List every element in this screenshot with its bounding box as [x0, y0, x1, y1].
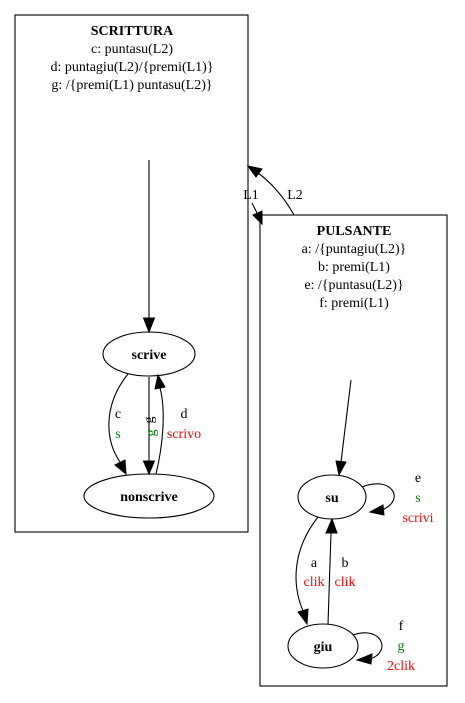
link-l1-edge — [251, 202, 258, 214]
link-l2-edge — [257, 172, 295, 216]
pulsante-line-a: a: /{puntagiu(L2)} — [302, 242, 407, 257]
edge-a-event: a — [311, 556, 318, 571]
pulsante-initial-edge — [340, 379, 352, 463]
edge-g-arrowhead — [142, 460, 156, 476]
scrittura-cluster — [14, 14, 249, 533]
edge-c-event: c — [115, 407, 121, 422]
edge-a-arrowhead — [297, 608, 309, 626]
scrittura-title: SCRITTURA — [91, 24, 174, 39]
edge-d — [155, 387, 164, 475]
edge-e — [361, 483, 395, 511]
edge-c — [108, 373, 129, 463]
edge-a — [295, 516, 319, 612]
edge-b-event: b — [342, 556, 349, 571]
link-l1-arrowhead — [252, 210, 263, 226]
edge-f-guard: g — [398, 639, 405, 654]
edge-c-guard: s — [115, 427, 120, 442]
pulsante-line-b: b: premi(L1) — [318, 260, 390, 275]
pulsante-title: PULSANTE — [317, 224, 392, 239]
edge-e-action: scrivi — [402, 511, 433, 526]
edge-e-guard: s — [415, 491, 420, 506]
edge-g-guard: g — [144, 430, 159, 437]
edge-f-action: 2clik — [387, 659, 415, 674]
scrittura-line-d: d: puntagiu(L2)/{premi(L1)} — [50, 60, 213, 75]
edge-a-action: clik — [304, 575, 325, 590]
edge-c-arrowhead — [114, 459, 127, 476]
link-l2-arrowhead — [246, 165, 263, 178]
edge-d-arrowhead — [154, 373, 166, 390]
link-l1-label: L1 — [243, 188, 259, 203]
edge-e-arrowhead — [368, 504, 385, 516]
scrittura-initial-arrowhead — [142, 317, 156, 334]
pulsante-line-f: f: premi(L1) — [319, 296, 389, 311]
edge-f — [352, 632, 383, 660]
state-scrive — [102, 331, 196, 377]
scrittura-line-c: c: puntasu(L2) — [91, 42, 173, 57]
pulsante-initial-arrowhead — [335, 460, 347, 477]
edge-b-action: clik — [335, 575, 356, 590]
edge-d-event: d — [181, 407, 188, 422]
pulsante-line-e: e: /{puntasu(L2)} — [304, 278, 403, 293]
state-scrive-label: scrive — [132, 348, 167, 363]
link-l2-label: L2 — [287, 188, 303, 203]
state-su-label: su — [325, 491, 338, 506]
state-giu-label: giu — [314, 640, 333, 655]
edge-f-event: f — [399, 619, 404, 634]
state-nonscrive-label: nonscrive — [120, 490, 178, 505]
edge-d-action: scrivo — [167, 427, 201, 442]
edge-e-event: e — [415, 471, 421, 486]
edge-g-event: g — [142, 417, 157, 424]
pulsante-cluster — [259, 214, 448, 687]
state-giu — [287, 623, 359, 669]
edge-b-arrowhead — [325, 517, 338, 534]
scrittura-line-g: g: /{premi(L1) puntasu(L2)} — [51, 78, 212, 93]
edge-f-arrowhead — [355, 653, 373, 665]
edge-b — [327, 532, 332, 625]
